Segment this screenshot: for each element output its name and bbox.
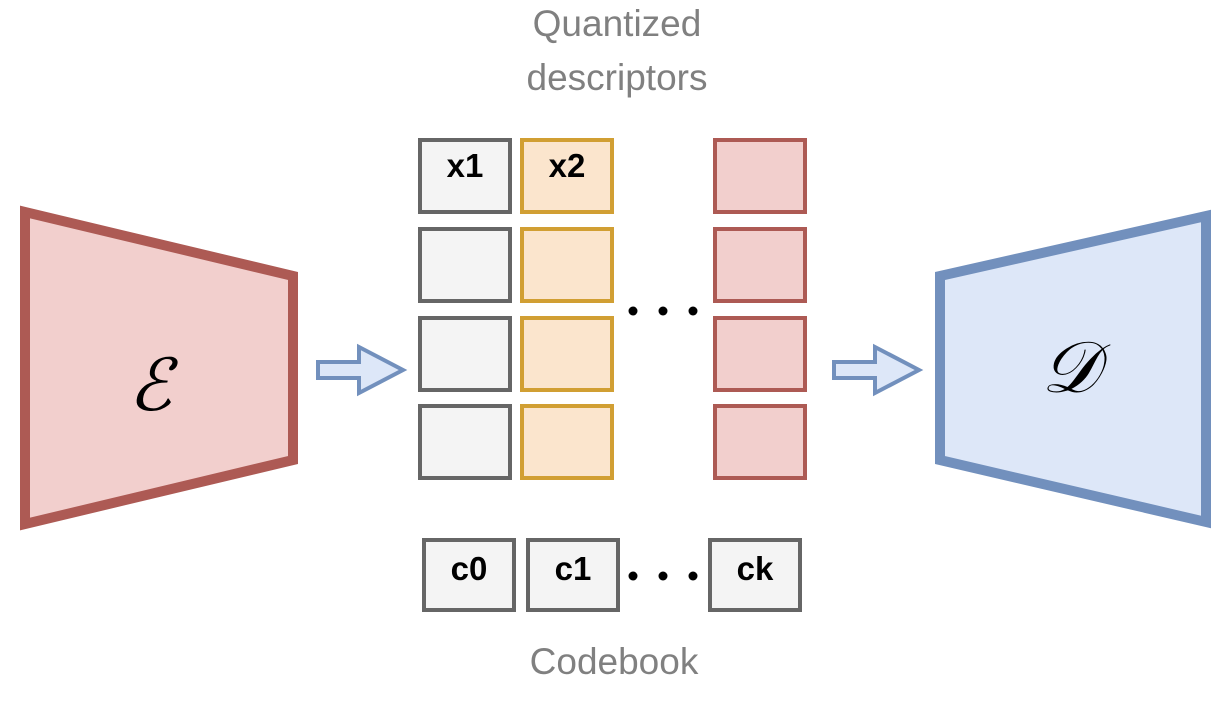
ellipsis-dot	[658, 306, 668, 316]
descriptor-cell	[713, 316, 807, 392]
descriptor-header: x2	[549, 147, 586, 184]
codebook-entry-label: ck	[737, 550, 774, 587]
codebook-ellipsis	[628, 571, 698, 581]
encoder-symbol: ℰ	[128, 343, 178, 427]
descriptor-ellipsis	[628, 306, 698, 316]
codebook-entry	[708, 538, 802, 612]
decoder-shape	[935, 209, 1211, 529]
descriptor-cell	[520, 227, 614, 303]
codebook-entry-label: c0	[451, 550, 488, 587]
descriptor-cell	[418, 227, 512, 303]
descriptor-header: x1	[447, 147, 484, 184]
codebook-entry	[422, 538, 516, 612]
descriptor-cell	[713, 138, 807, 214]
descriptor-cell	[520, 404, 614, 480]
ellipsis-dot	[688, 306, 698, 316]
descriptor-cell	[418, 404, 512, 480]
codebook-label: Codebook	[530, 641, 699, 682]
codebook-entry-label: c1	[555, 550, 592, 587]
encoder-shape	[20, 205, 298, 531]
arrow-encoder-to-descriptors	[316, 343, 408, 397]
descriptor-cell	[520, 316, 614, 392]
descriptor-grid: x1 x2	[418, 138, 807, 480]
decoder: 𝒟	[935, 209, 1211, 529]
encoder: ℰ	[20, 205, 298, 531]
ellipsis-dot	[688, 571, 698, 581]
descriptor-cell	[520, 138, 614, 214]
arrow-descriptors-to-decoder	[832, 343, 924, 397]
ellipsis-dot	[628, 571, 638, 581]
title-line-2: descriptors	[527, 57, 708, 98]
ellipsis-dot	[628, 306, 638, 316]
codebook-entry	[526, 538, 620, 612]
title-line-1: Quantized	[533, 3, 702, 44]
ellipsis-dot	[658, 571, 668, 581]
descriptor-cell	[713, 404, 807, 480]
descriptor-cell	[418, 138, 512, 214]
codebook: c0 c1 ck	[422, 538, 802, 612]
descriptor-cell	[713, 227, 807, 303]
descriptor-cell	[418, 316, 512, 392]
